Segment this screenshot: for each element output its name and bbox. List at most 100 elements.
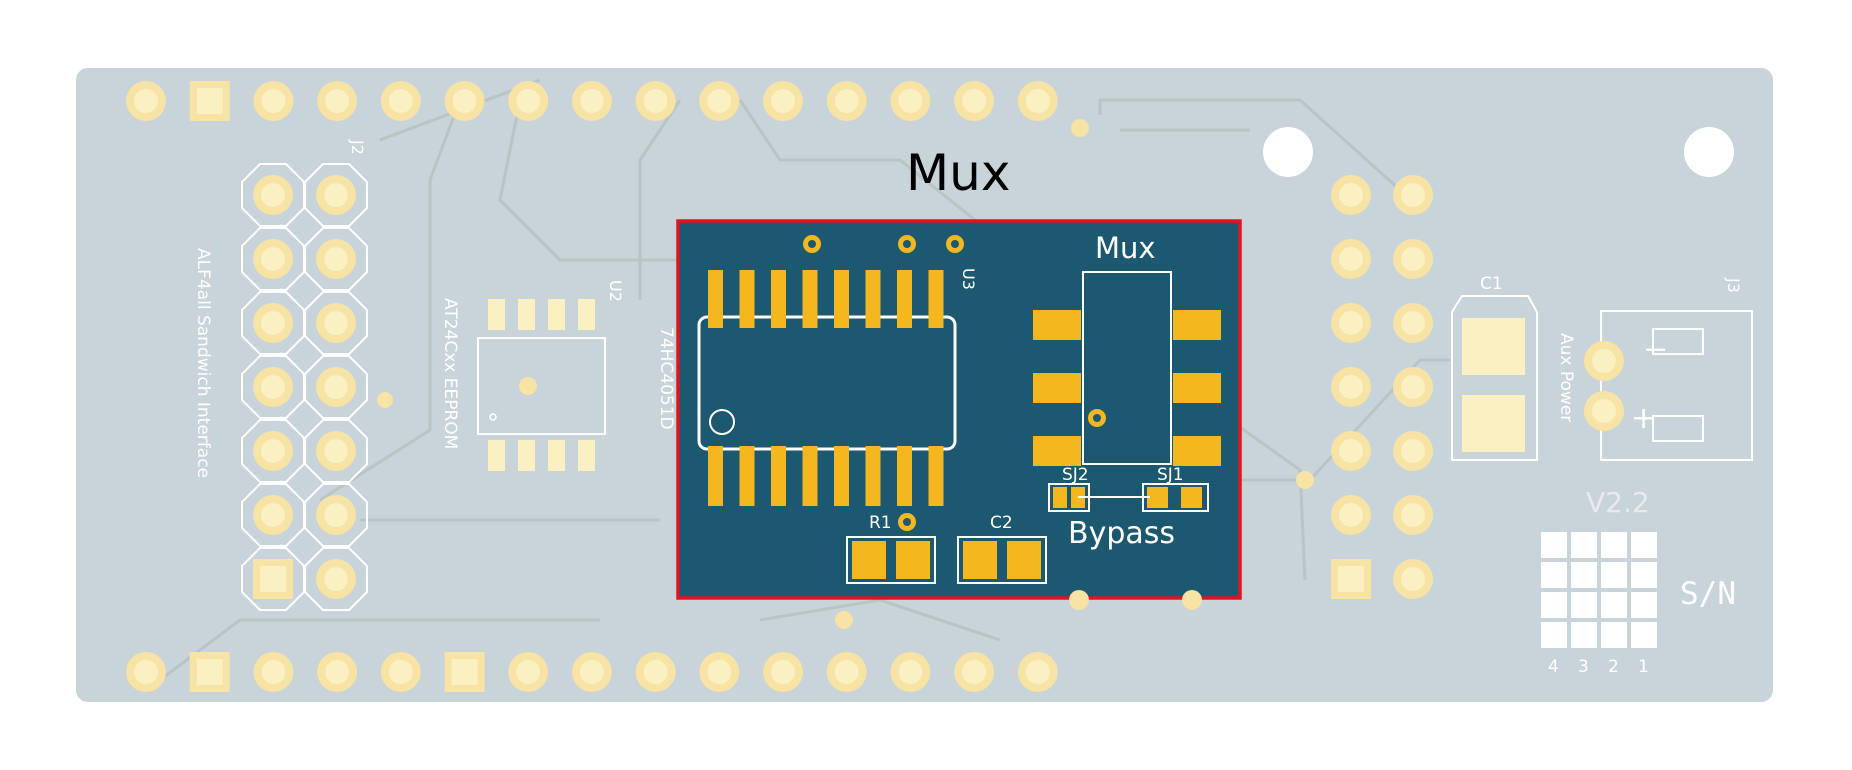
mux-silk-label: Mux — [1095, 231, 1156, 265]
sj1-pad — [1181, 487, 1202, 508]
u3-pad — [771, 270, 786, 328]
trace — [159, 618, 600, 682]
round-pad-inner — [579, 89, 604, 113]
sn-digit: 4 — [1548, 657, 1559, 677]
round-pad-inner — [898, 89, 923, 113]
sj2-pad — [1053, 487, 1067, 508]
round-pad-inner — [1339, 183, 1363, 207]
round-pad-inner — [1339, 439, 1363, 463]
round-pad-inner — [771, 660, 795, 684]
round-pad-inner — [1339, 247, 1363, 271]
u2-pad — [518, 299, 535, 330]
round-pad-inner — [1339, 311, 1363, 335]
right-pin-header — [1331, 175, 1433, 599]
j3-label: J3 — [1724, 277, 1743, 293]
sn-digit: 2 — [1608, 657, 1619, 677]
callout-title: Mux — [906, 144, 1010, 202]
u3-pad — [834, 446, 849, 506]
trace — [759, 598, 1001, 642]
u3-pad — [897, 270, 912, 328]
sn-cell — [1541, 592, 1567, 618]
sn-cell — [1631, 622, 1657, 648]
round-pad-inner — [834, 660, 859, 684]
c1-pad — [1462, 395, 1525, 452]
round-pad-inner — [962, 89, 987, 113]
sn-cell — [1601, 562, 1627, 588]
u2-pad — [518, 440, 535, 471]
round-pad-inner — [261, 247, 285, 271]
octagon-outline — [241, 355, 305, 419]
c1-capacitor — [1451, 295, 1538, 461]
passive-outline — [846, 536, 936, 584]
j3-inner-top — [1652, 328, 1704, 355]
c1-outline — [1451, 295, 1538, 461]
octagon-outline — [241, 547, 305, 611]
round-pad-inner — [388, 660, 413, 684]
round-pad-inner — [261, 183, 285, 207]
c2-label: C2 — [990, 513, 1013, 533]
round-pad-inner — [834, 89, 859, 113]
round-pad-inner — [516, 89, 541, 113]
mux-silk-outline — [1082, 271, 1172, 465]
u2-pad — [548, 299, 565, 330]
round-pad-inner — [1401, 247, 1425, 271]
sj2-label: SJ2 — [1062, 465, 1089, 485]
via — [1182, 590, 1202, 610]
via — [1071, 119, 1089, 137]
via — [377, 392, 393, 408]
c1-pad — [1462, 318, 1525, 375]
round-pad-inner — [324, 503, 348, 527]
round-pad-inner — [1401, 183, 1425, 207]
via-hole — [1093, 414, 1101, 422]
octagon-outline — [241, 483, 305, 547]
u2-eeprom — [477, 299, 606, 471]
r1-label: R1 — [869, 513, 892, 533]
octagon-outline — [304, 355, 368, 419]
sn-digit: 3 — [1578, 657, 1589, 677]
passive-outline — [957, 536, 1047, 584]
octagon-outline — [241, 291, 305, 355]
sn-cell — [1571, 532, 1597, 558]
trace — [1229, 418, 1307, 581]
square-pad-inner — [196, 659, 223, 685]
trace — [319, 99, 462, 502]
eeprom-label: AT24Cxx EEPROM — [440, 298, 460, 449]
round-pad-inner — [707, 89, 732, 113]
u3-pad — [802, 270, 818, 328]
u3-pad — [802, 446, 818, 506]
round-pad-inner — [261, 89, 286, 113]
version-label: V2.2 — [1586, 486, 1650, 519]
via-hole — [903, 240, 911, 248]
j3-outline — [1600, 310, 1753, 461]
mux-pad — [1033, 373, 1081, 403]
mux-pad — [1033, 310, 1081, 340]
plus-mark: + — [1631, 401, 1656, 436]
sn-cell — [1541, 622, 1567, 648]
round-pad-inner — [579, 660, 604, 684]
u3-pad — [771, 446, 786, 506]
round-pad-inner — [261, 375, 285, 399]
sn-cell — [1631, 532, 1657, 558]
sn-cell — [1601, 532, 1627, 558]
trace — [638, 99, 682, 300]
sn-cell — [1601, 592, 1627, 618]
u3-pad — [708, 446, 723, 506]
round-pad-inner — [1592, 349, 1616, 373]
octagon-outline — [304, 419, 368, 483]
sj1-label: SJ1 — [1157, 465, 1184, 485]
round-pad-inner — [1025, 89, 1050, 113]
via — [835, 611, 853, 629]
u2-body-outline — [477, 337, 606, 435]
octagon-outline — [304, 547, 368, 611]
u3-pad — [897, 446, 912, 506]
u3-pad — [928, 446, 944, 506]
bottom-pin-header — [126, 652, 1058, 692]
round-pad-inner — [261, 311, 285, 335]
round-pad-inner — [388, 89, 413, 113]
octagon-outline — [241, 227, 305, 291]
sn-cell — [1541, 532, 1567, 558]
round-pad-inner — [324, 439, 348, 463]
bypass-label: Bypass — [1068, 516, 1175, 551]
pin1-marker — [709, 409, 735, 435]
